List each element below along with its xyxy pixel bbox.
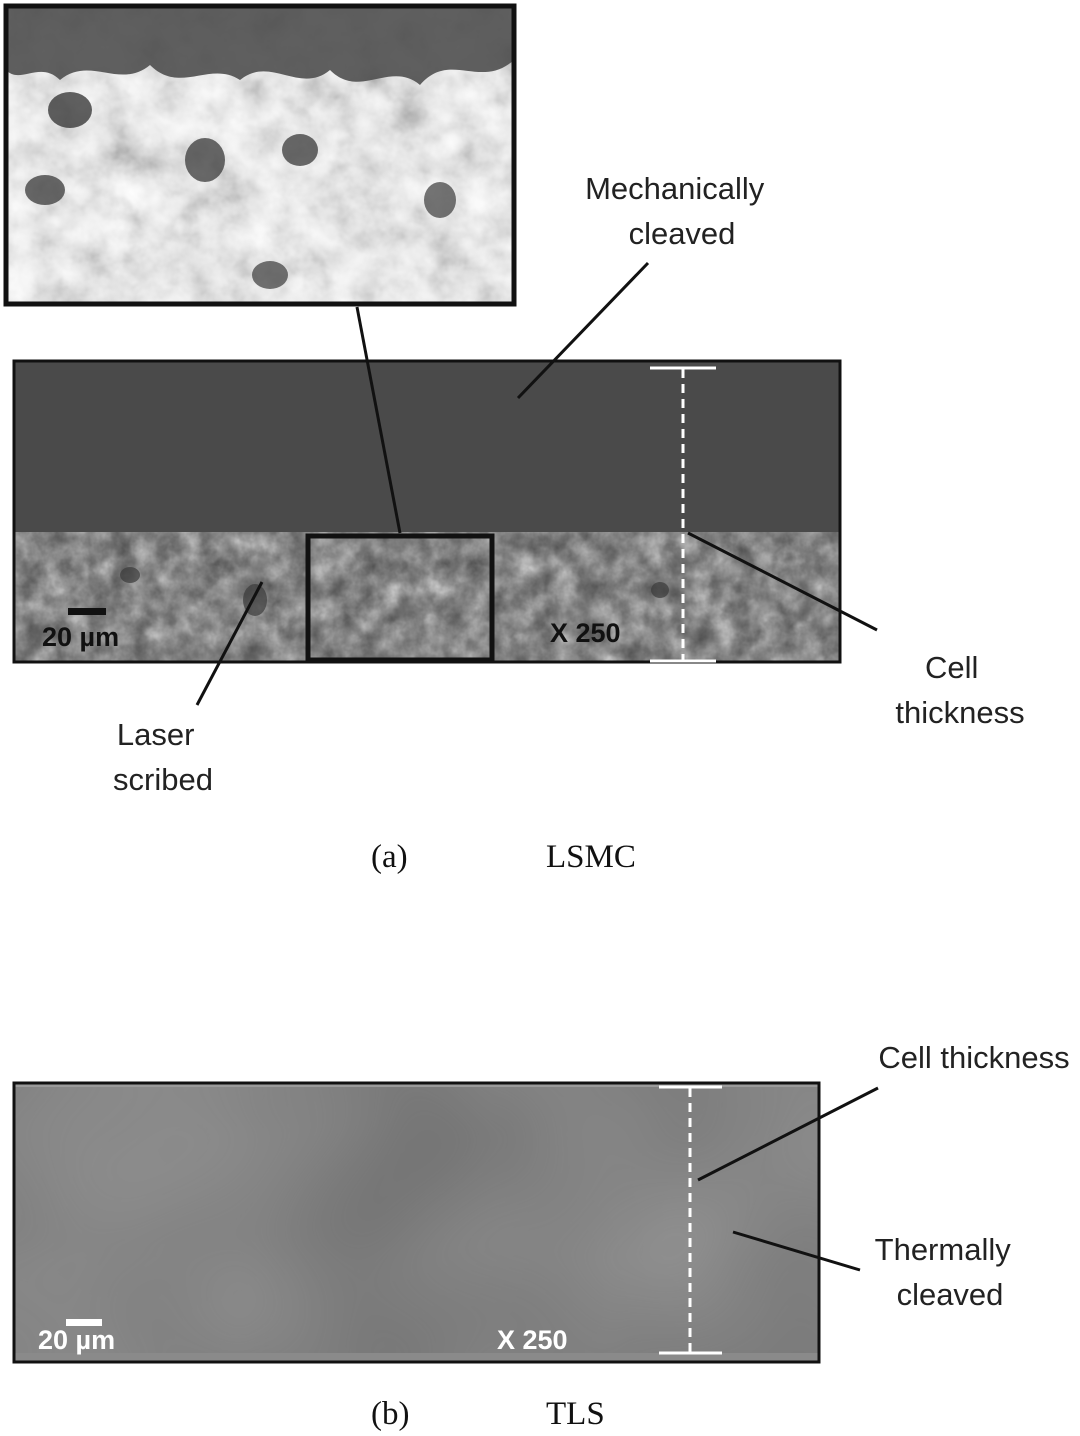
inset-sem-image xyxy=(6,6,514,304)
zoom-connector-line xyxy=(355,306,402,534)
sem-image-a xyxy=(14,361,840,662)
caption-letter-b: (b) xyxy=(371,1396,409,1432)
sem-frame-b xyxy=(12,1081,821,1364)
thickness-marker-a xyxy=(650,366,716,663)
callout-laser-scribed: Laser scribed xyxy=(113,717,213,797)
caption-label-a: LSMC xyxy=(546,839,636,875)
leader-thickness-a xyxy=(687,531,878,632)
callout-cell-thickness-b: Cell thickness xyxy=(878,1040,1069,1075)
callout-cell-thickness-a: Cell thickness xyxy=(895,650,1024,730)
callout-thermally-cleaved: Thermally cleaved xyxy=(875,1232,1020,1312)
inset-frame xyxy=(3,3,517,307)
caption-letter-a: (a) xyxy=(371,839,408,875)
leader-thermal xyxy=(732,1230,861,1272)
sem-image-b xyxy=(14,1083,819,1362)
magnification-a: X 250 xyxy=(550,618,621,648)
scale-bar-a xyxy=(68,608,106,615)
thickness-marker-b xyxy=(659,1085,722,1355)
scale-label-b: 20 µm xyxy=(38,1325,115,1355)
leader-thickness-b xyxy=(697,1086,879,1182)
leader-laser xyxy=(195,581,264,706)
scale-label-a: 20 µm xyxy=(42,622,119,652)
callout-mechanically-cleaved: Mechanically cleaved xyxy=(585,171,773,251)
caption-label-b: TLS xyxy=(546,1396,605,1432)
leader-mechanical xyxy=(516,261,650,400)
magnification-b: X 250 xyxy=(497,1325,568,1355)
scale-bar-b xyxy=(66,1319,102,1326)
zoom-region-box xyxy=(305,533,495,663)
